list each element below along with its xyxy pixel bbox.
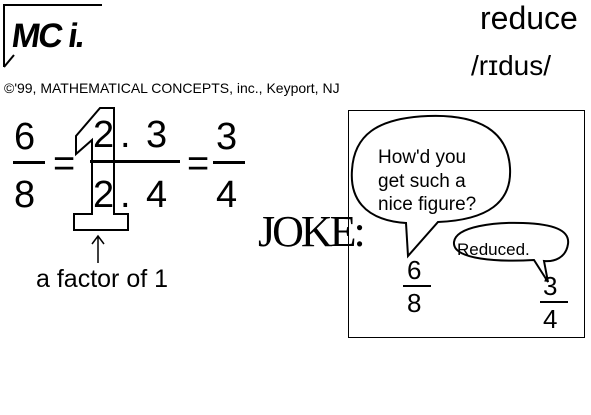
middle-fraction-bar: [90, 160, 180, 163]
speaker2-numerator: 3: [543, 271, 558, 301]
bubble2-text: Reduced.: [457, 240, 530, 259]
middle-top-dot: .: [120, 114, 131, 156]
middle-bottom-2: 2: [93, 174, 115, 216]
arrow-up-icon: [91, 234, 105, 263]
middle-top-3: 3: [146, 114, 168, 156]
joke-title: JOKE:: [258, 207, 366, 256]
copyright-notice: ©'99, MATHEMATICAL CONCEPTS, inc., Keypo…: [4, 80, 340, 96]
big-one-outline: [73, 107, 129, 231]
middle-top-2: 2: [93, 114, 115, 156]
left-numerator: 6: [14, 116, 36, 158]
speech-bubbles: [350, 114, 570, 283]
factor-label: a factor of 1: [36, 265, 169, 293]
speaker1-fraction-bar: [403, 285, 431, 287]
logo-text: MC i.: [9, 17, 86, 55]
right-fraction-bar: [213, 161, 245, 164]
middle-bottom-4: 4: [146, 174, 168, 216]
vocabulary-word: reduce: [480, 0, 578, 36]
mci-logo: [3, 4, 102, 68]
right-denominator: 4: [216, 174, 238, 216]
joke-panel: [348, 110, 585, 338]
equals-sign-1: =: [53, 143, 76, 185]
speaker1-denominator: 8: [407, 288, 422, 318]
bubble1-line-3: nice figure?: [378, 194, 477, 215]
bubble1-line-1: How'd you: [378, 147, 467, 168]
right-numerator: 3: [216, 116, 238, 158]
bubble1-text: How'd you get such a nice figure?: [378, 146, 476, 217]
speaker2-denominator: 4: [543, 304, 558, 334]
speaker1-numerator: 6: [407, 255, 422, 285]
bubble1-line-2: get such a: [378, 170, 466, 192]
speaker2-fraction-bar: [540, 301, 568, 303]
pronunciation: /rɪdus/: [471, 50, 551, 81]
left-denominator: 8: [14, 174, 36, 216]
middle-bottom-dot: .: [120, 174, 131, 216]
left-fraction-bar: [13, 161, 45, 164]
equals-sign-2: =: [187, 143, 210, 185]
